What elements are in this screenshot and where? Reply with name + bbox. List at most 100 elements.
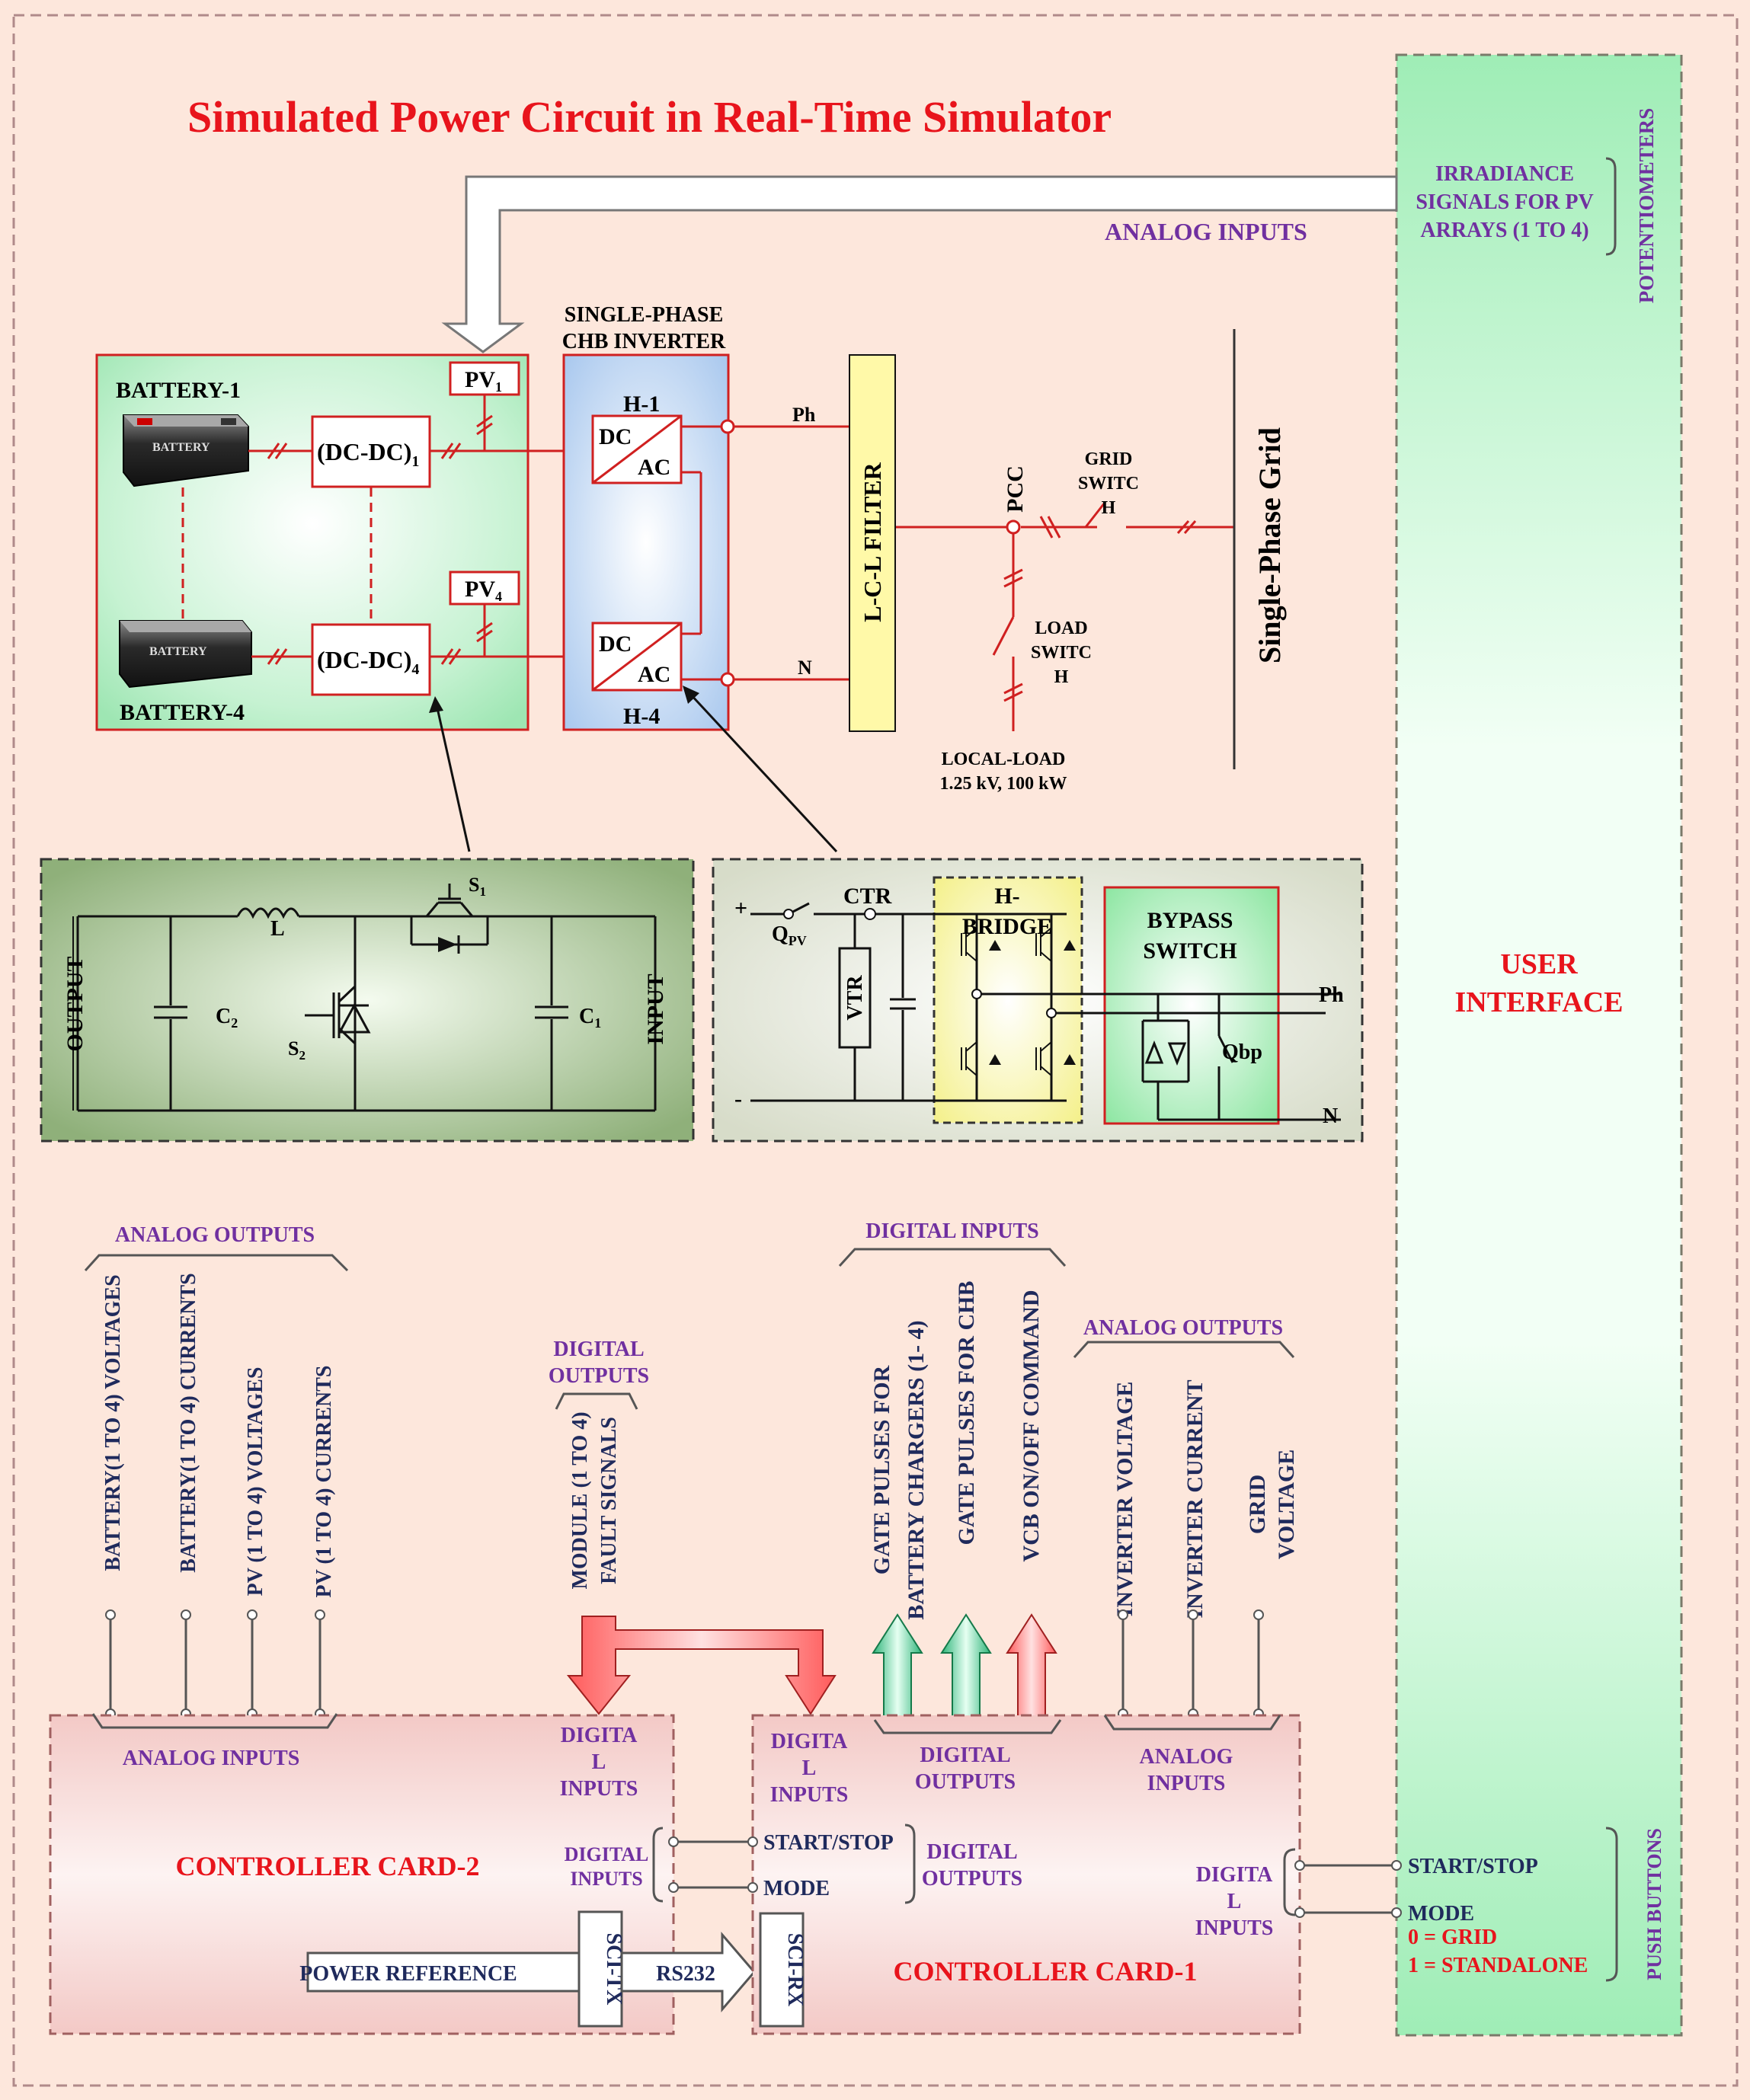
pcc-node [1006,519,1021,535]
bypass-thyristors [1144,1040,1187,1066]
left-signal-lines [109,1615,322,1714]
ui-start-stop-label: START/STOP [1408,1855,1538,1878]
cc1-digital-inputs-1: DIGITA [771,1730,848,1753]
svg-text:AC: AC [638,455,670,480]
hb-ph-label: Ph [1319,983,1344,1007]
boost-s2-label: S2 [288,1037,306,1063]
controller-card-1 [751,1714,1301,2035]
hbridge-circuit [750,902,1341,1121]
boost-circuit [76,884,657,1112]
cc1-digital-inputs-right-1: DIGITA [1196,1863,1273,1887]
digital-outputs-mid-2: OUTPUTS [549,1364,649,1388]
dcdc-1-label: (DC-DC)1 [317,438,419,470]
digital-outputs-mid-brace [555,1392,638,1410]
cc1-title: CONTROLLER CARD-1 [893,1956,1197,1987]
cc2-digital-brace [652,1827,664,1903]
sci-rx-label: SCI-RX [783,1933,807,2006]
cc1-start-stop-label: START/STOP [763,1831,894,1855]
irradiance-brace [1605,157,1617,256]
digital-inputs-top-brace [838,1248,1067,1267]
ctr-label: CTR [843,884,892,909]
inverter-title-1: SINGLE-PHASE [565,303,724,327]
left-signal-2: BATTERY(1 TO 4) CURRENTS [177,1273,200,1572]
cc1-mode-label: MODE [763,1877,830,1900]
gate-chb-label: GATE PULSES FOR CHB [954,1280,979,1545]
user-interface-label-2: INTERFACE [1455,986,1624,1018]
hbridge-label-1: H- [994,884,1019,909]
local-load-label-2: 1.25 kV, 100 kW [940,774,1067,794]
ph-node [720,419,735,434]
gate-battery-arrow [872,1613,923,1718]
boost-output-label: OUTPUT [62,956,88,1051]
ui-mode-grid-label: 0 = GRID [1408,1926,1497,1949]
irradiance-label-3: ARRAYS (1 TO 4) [1420,219,1588,242]
bypass-label-1: BYPASS [1147,908,1233,933]
single-phase-grid-label: Single-Phase Grid [1253,427,1287,663]
grid-switch-label-3: H [1102,498,1116,518]
boost-c1-label: C1 [579,1005,601,1031]
cc1-digital-outputs-top-1: DIGITAL [920,1744,1010,1767]
battery-1-icon: BATTERY [123,414,249,487]
grid-voltage-label-2: VOLTAGE [1274,1450,1299,1559]
ui-mode-standalone-label: 1 = STANDALONE [1408,1954,1588,1977]
boost-input-label: INPUT [643,973,668,1044]
svg-text:DC: DC [599,631,632,657]
svg-text:BATTERY: BATTERY [149,645,207,658]
left-signal-4: PV (1 TO 4) CURRENTS [312,1366,336,1598]
hbridge-switches [961,927,1052,1076]
fault-signals-1: MODULE (1 TO 4) [568,1411,592,1589]
cc1-digital-inputs-right-brace [1283,1848,1296,1916]
qbp-label: Qbp [1222,1040,1262,1064]
cc1-digital-inputs-right-2: L [1227,1890,1242,1913]
cc2-digital-inputs-1: DIGITA [561,1724,638,1747]
svg-text:DC: DC [599,424,632,449]
load-switch-label-3: H [1054,667,1069,687]
battery-4-label: BATTERY-4 [120,700,245,725]
grid-switch-label-2: SWITC [1078,474,1139,494]
cc2-cc1-links [673,1840,753,1889]
fault-signals-2: FAULT SIGNALS [597,1417,621,1584]
left-signal-3: PV (1 TO 4) VOLTAGES [244,1367,267,1597]
bypass-switch-box [1103,886,1280,1125]
user-interface-panel [1395,53,1683,2037]
h4-label: H-4 [623,704,660,729]
hbridge-box [933,876,1083,1124]
grid-voltage-label-1: GRID [1245,1475,1270,1534]
right-signal-lines [1121,1615,1260,1714]
analog-outputs-left-brace [84,1254,349,1272]
digital-outputs-mid-1: DIGITAL [553,1338,644,1361]
n-label: N [798,657,812,679]
left-signal-1: BATTERY(1 TO 4) VOLTAGES [101,1274,125,1571]
lcl-filter-label: L-C-L FILTER [859,462,886,622]
push-buttons-brace [1605,1827,1618,1982]
battery-4-icon: BATTERY [119,620,252,689]
dcdc-4-label: (DC-DC)4 [317,646,419,678]
rs232-arrow [620,1931,756,2013]
hb-n-label: N [1323,1104,1338,1128]
n-node [720,672,735,687]
inverter-voltage-label: INVERTER VOLTAGE [1112,1382,1137,1617]
cc2-digital-inputs-side-1: DIGITAL [565,1843,649,1865]
irradiance-label-1: IRRADIANCE [1435,162,1574,186]
cc1-digital-outputs-side-2: OUTPUTS [922,1867,1022,1891]
cc1-analog-inputs-1: ANALOG [1140,1745,1233,1769]
ui-cc1-links [1300,1864,1396,1914]
load-switch-label-2: SWITC [1031,643,1092,663]
page-title: Simulated Power Circuit in Real-Time Sim… [187,92,1112,142]
analog-outputs-left-label: ANALOG OUTPUTS [115,1223,315,1247]
potentiometers-label: POTENTIOMETERS [1635,108,1658,304]
hb-right-node [1046,1008,1057,1018]
outer-border [12,14,1739,2087]
cc2-analog-brace [91,1713,338,1729]
hbridge-diodes [989,940,1076,1065]
cc1-digital-outputs-brace [873,1719,1062,1734]
svg-text:AC: AC [638,662,670,687]
h1-dc-ac-block: DC AC [591,414,683,484]
rs232-label: RS232 [656,1962,715,1986]
fault-signal-arrow [566,1616,837,1715]
hbridge-pointer-line [688,692,838,853]
h4-dc-ac-block: DC AC [591,622,683,692]
boost-c2-label: C2 [216,1005,238,1031]
boost-l-label: L [270,917,285,941]
pv-1-label: PV1 [465,367,502,395]
